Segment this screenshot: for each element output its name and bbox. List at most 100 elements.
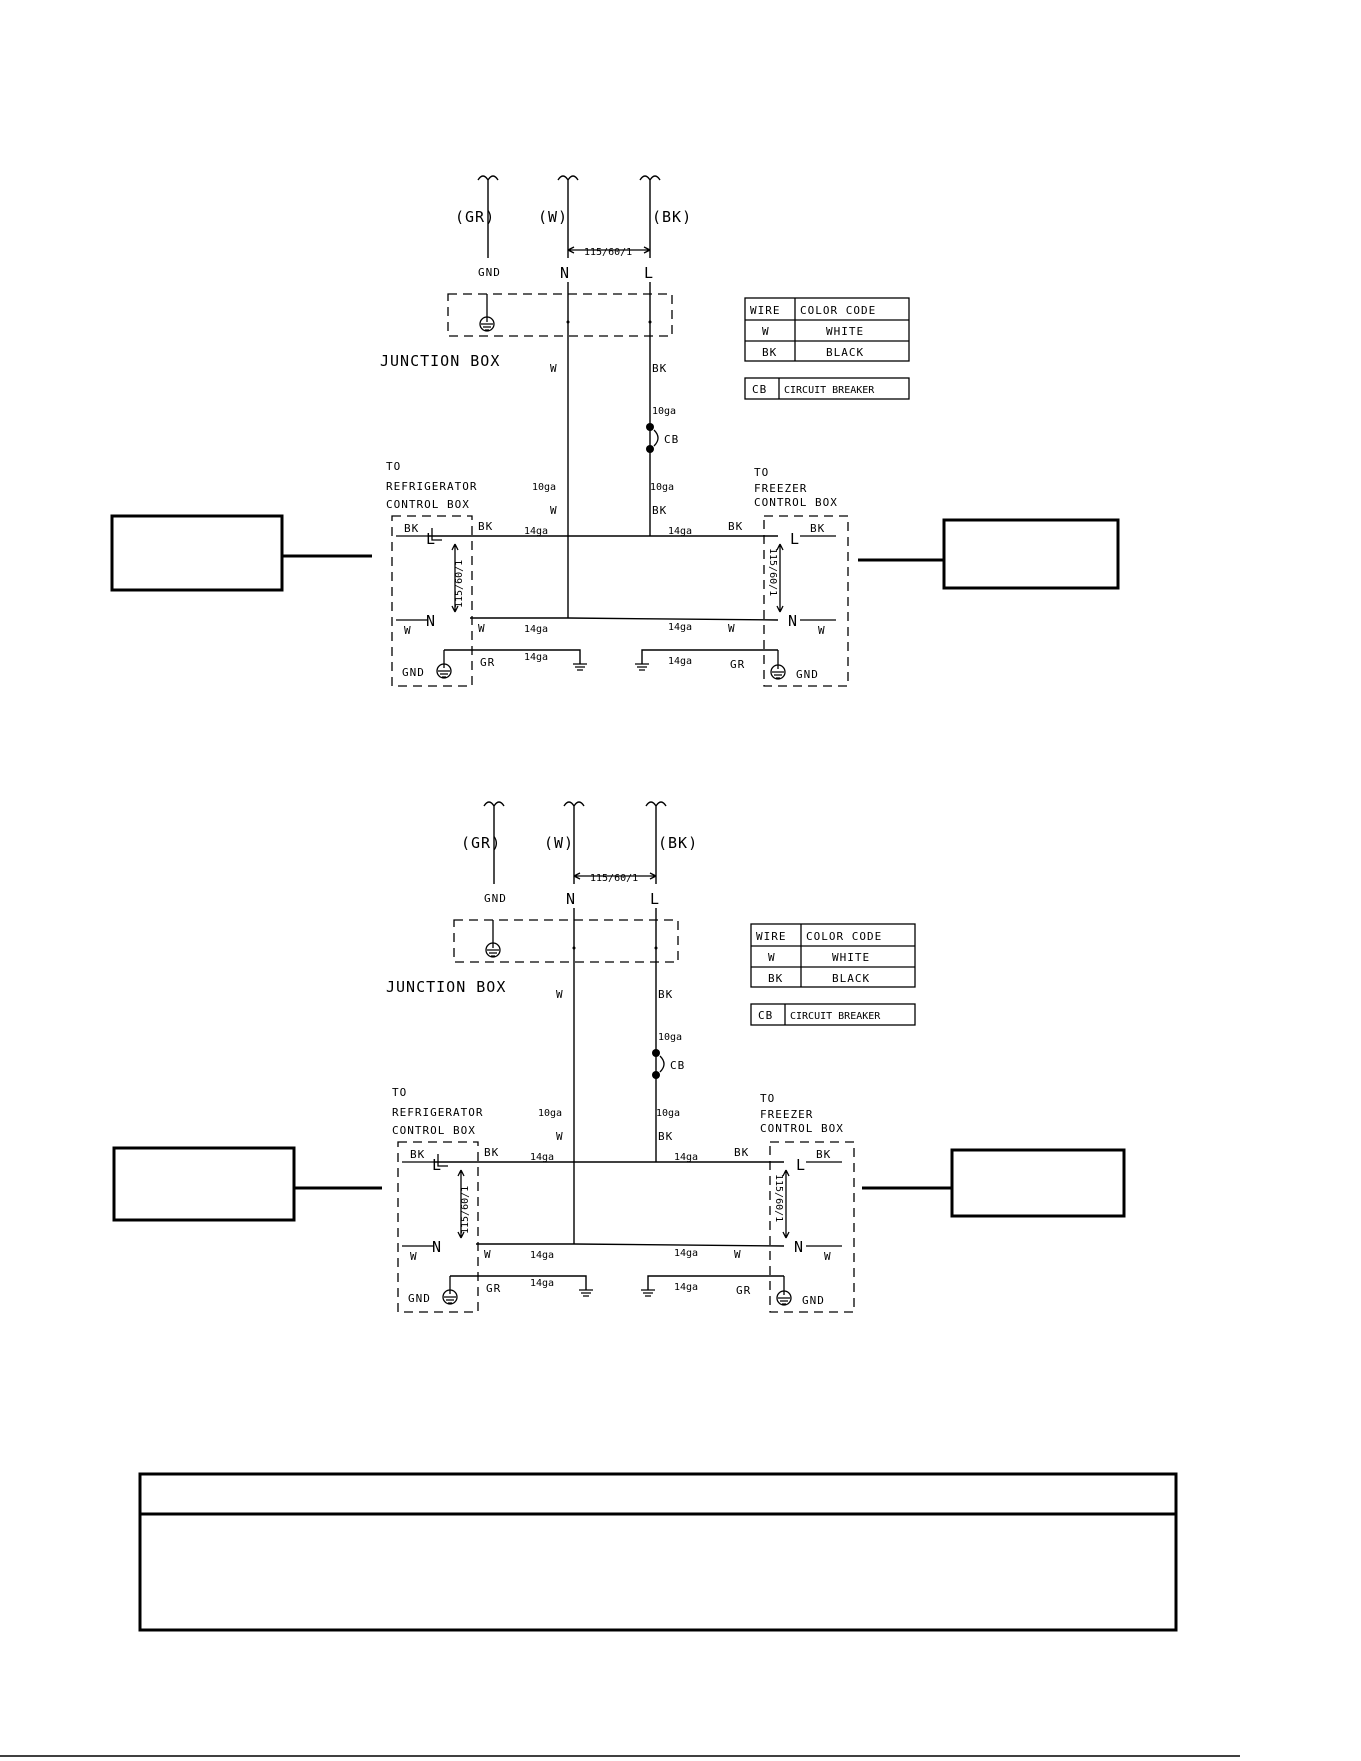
legend-row-bk-color: BLACK — [832, 972, 870, 985]
right-terminal-l: L — [796, 1156, 806, 1174]
wire-w-label: W — [550, 362, 558, 375]
breaker-legend: CB CIRCUIT BREAKER — [750, 1003, 916, 1026]
freezer-control-box — [769, 1141, 855, 1313]
right-ground-symbol — [641, 1289, 655, 1297]
left-gauge-14-ground: 14ga — [530, 1278, 554, 1289]
left-ground-icon — [436, 650, 452, 679]
left-box-to: TO — [392, 1086, 407, 1099]
terminal-n: N — [566, 890, 576, 908]
wire-gauge-10-right: 10ga — [650, 482, 674, 493]
left-bk-in-label: BK — [410, 1148, 425, 1161]
legend-row-w-code: W — [762, 325, 770, 338]
right-gnd-label: GND — [796, 668, 819, 681]
note-table — [138, 1472, 1178, 1632]
freezer-control-box — [763, 515, 849, 687]
right-terminal-l: L — [790, 530, 800, 548]
junction-box — [447, 293, 673, 337]
left-terminal-n: N — [426, 612, 436, 630]
left-voltage-label: 115/60/1 — [460, 1186, 471, 1234]
left-box-to: TO — [386, 460, 401, 473]
terminal-l: L — [644, 264, 654, 282]
right-bk-in-label: BK — [810, 522, 825, 535]
wire-gauge-10-top: 10ga — [652, 406, 676, 417]
legend-row-w-color: WHITE — [826, 325, 864, 338]
wire-w-label: W — [556, 988, 564, 1001]
feed-wire-neutral — [563, 801, 585, 884]
color-code-legend: WIRE COLOR CODE W WHITE BK BLACK — [744, 297, 910, 362]
breaker-contact-bottom — [652, 1071, 660, 1079]
legend-row-w-code: W — [768, 951, 776, 964]
wire-gauge-10-right: 10ga — [656, 1108, 680, 1119]
feed-wire-line — [639, 175, 661, 258]
callout-box-left — [110, 514, 284, 592]
color-code-legend: WIRE COLOR CODE W WHITE BK BLACK — [750, 923, 916, 988]
feed-wire-neutral — [557, 175, 579, 258]
breaker-legend-code: CB — [758, 1009, 773, 1022]
left-gauge-14-line: 14ga — [524, 526, 548, 537]
right-bk-out-label: BK — [728, 520, 743, 533]
wire-bk-label: BK — [652, 362, 667, 375]
right-w-out-label: W — [734, 1248, 742, 1261]
feed-label-w: (W) — [544, 834, 574, 852]
right-gauge-14-line: 14ga — [674, 1152, 698, 1163]
feed-wire-gnd — [483, 801, 505, 884]
callout-box-left — [112, 1146, 296, 1222]
right-gr-label: GR — [736, 1284, 751, 1297]
junction-box-label: JUNCTION BOX — [386, 978, 506, 996]
right-box-name: FREEZER — [760, 1108, 813, 1121]
wiring-diagram-2: (GR) (W) (BK) 115/60/1 GND N L JUNCTION … — [112, 801, 1126, 1313]
breaker-legend-code: CB — [752, 383, 767, 396]
left-w-out-label: W — [484, 1248, 492, 1261]
left-bk-out-label: BK — [484, 1146, 499, 1159]
breaker-arc — [653, 429, 659, 447]
left-ground-wire — [444, 649, 581, 664]
wire-w-label-lower: W — [550, 504, 558, 517]
left-l-terminal — [431, 528, 442, 541]
left-box-name: REFRIGERATOR — [392, 1106, 483, 1119]
left-gnd-label: GND — [402, 666, 425, 679]
right-gauge-14-line: 14ga — [668, 526, 692, 537]
terminal-n: N — [560, 264, 570, 282]
callout-box-right — [942, 518, 1120, 590]
right-gauge-14-neutral: 14ga — [674, 1248, 698, 1259]
right-ground-icon — [770, 650, 786, 680]
neutral-bus-wire — [476, 1243, 785, 1247]
breaker-contact-top — [646, 423, 654, 431]
feed-label-gr: (GR) — [461, 834, 501, 852]
voltage-label: 115/60/1 — [584, 247, 632, 258]
terminal-gnd: GND — [478, 266, 501, 279]
wire-gauge-10-left: 10ga — [532, 482, 556, 493]
right-ground-wire — [641, 649, 778, 664]
wiring-diagram-1: (GR) (W) (BK) 115/60/1 GND N L JUNCTION … — [110, 175, 1120, 687]
left-gr-label: GR — [486, 1282, 501, 1295]
callout-box-right — [950, 1148, 1126, 1218]
left-voltage-arrow — [451, 543, 459, 613]
left-terminal-n: N — [432, 1238, 442, 1256]
left-ground-symbol — [573, 663, 587, 671]
breaker-arc — [659, 1055, 665, 1073]
right-box-control: CONTROL BOX — [754, 496, 838, 509]
left-bk-in-label: BK — [404, 522, 419, 535]
voltage-arrow — [567, 246, 651, 254]
breaker-label: CB — [664, 433, 679, 446]
wire-bk-label: BK — [658, 988, 673, 1001]
legend-row-bk-code: BK — [762, 346, 777, 359]
feed-label-bk: (BK) — [658, 834, 698, 852]
right-gauge-14-ground: 14ga — [674, 1282, 698, 1293]
junction-box-label: JUNCTION BOX — [380, 352, 500, 370]
right-box-control: CONTROL BOX — [760, 1122, 844, 1135]
left-w-in-label: W — [404, 624, 412, 637]
legend-header-color: COLOR CODE — [800, 304, 876, 317]
left-gauge-14-neutral: 14ga — [524, 624, 548, 635]
left-gnd-label: GND — [408, 1292, 431, 1305]
right-gauge-14-ground: 14ga — [668, 656, 692, 667]
legend-row-bk-code: BK — [768, 972, 783, 985]
left-gauge-14-neutral: 14ga — [530, 1250, 554, 1261]
neutral-bus-wire — [470, 617, 779, 621]
right-bk-out-label: BK — [734, 1146, 749, 1159]
right-gauge-14-neutral: 14ga — [668, 622, 692, 633]
voltage-arrow — [573, 872, 657, 880]
terminal-gnd: GND — [484, 892, 507, 905]
left-voltage-arrow — [457, 1169, 465, 1239]
